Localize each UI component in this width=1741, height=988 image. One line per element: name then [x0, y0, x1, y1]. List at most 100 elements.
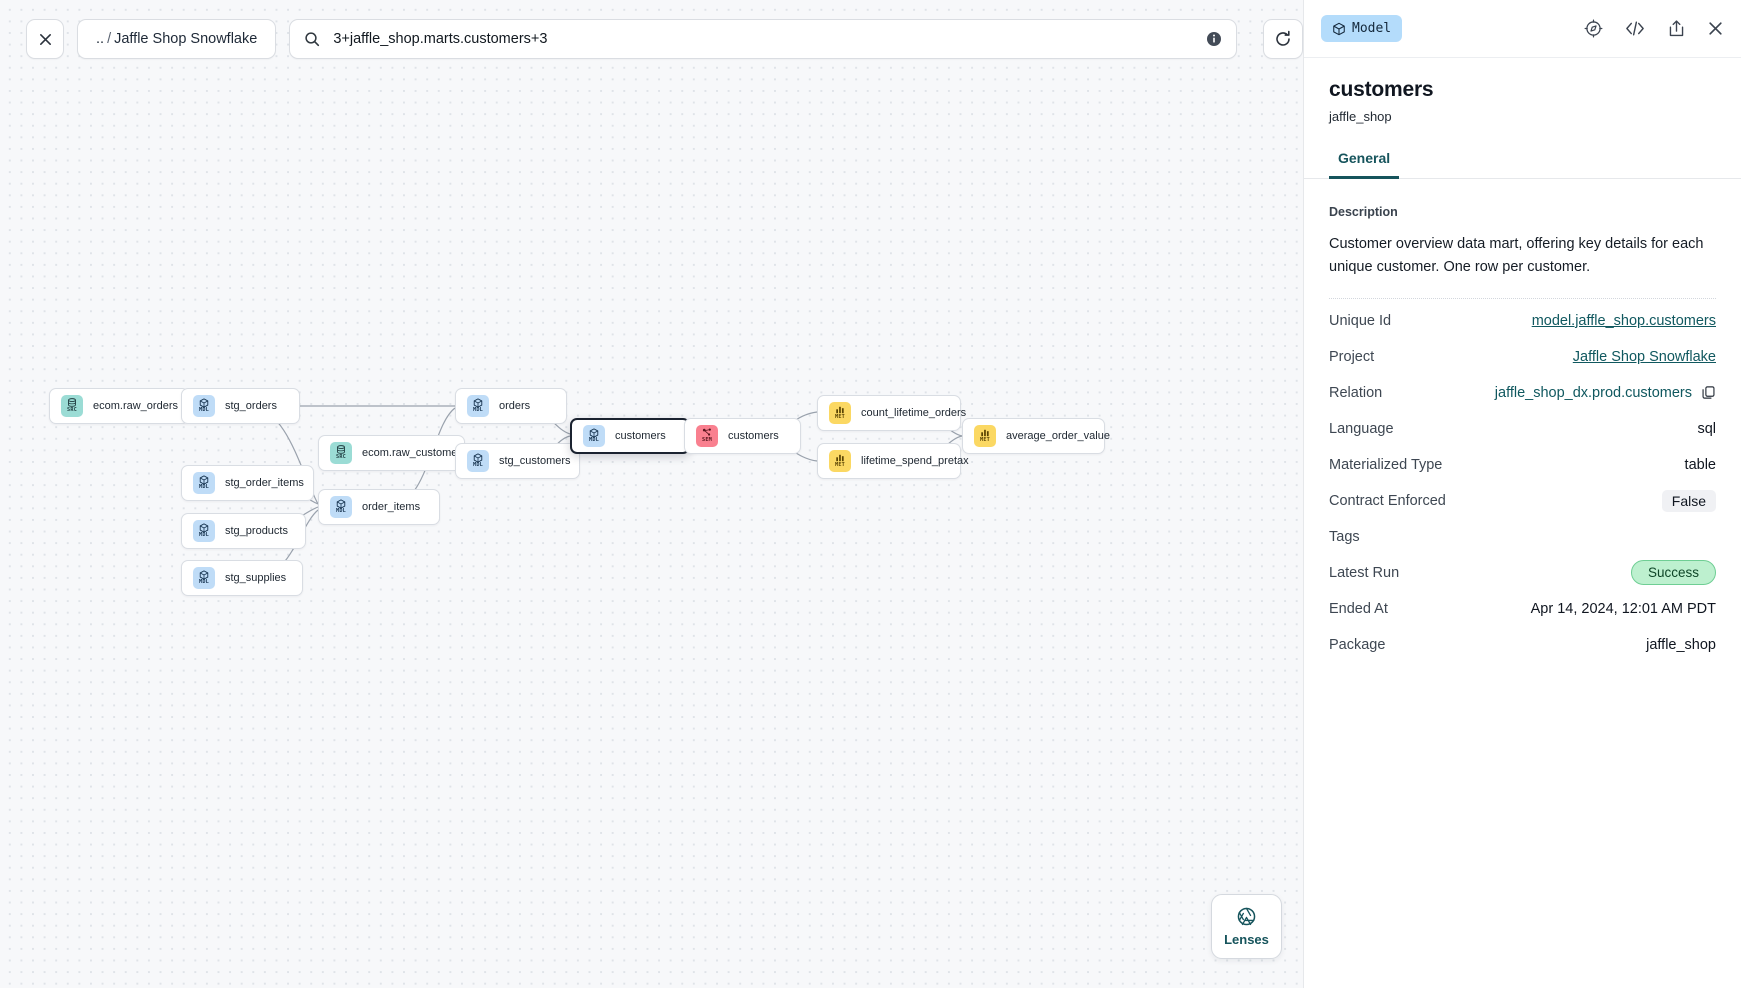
property-value-text: model.jaffle_shop.customers [1531, 312, 1716, 329]
node-label: stg_order_items [225, 477, 304, 489]
close-panel-icon[interactable] [1707, 20, 1724, 37]
explore-icon[interactable] [1584, 19, 1603, 38]
property-value-text: jaffle_shop [1646, 636, 1716, 653]
breadcrumb[interactable]: .. / Jaffle Shop Snowflake [77, 19, 277, 59]
breadcrumb-separator: / [107, 31, 112, 47]
details-panel: Model [1303, 0, 1741, 988]
lenses-button[interactable]: Lenses [1211, 894, 1282, 959]
node-label: customers [728, 430, 779, 442]
refresh-icon [1276, 30, 1290, 46]
graph-node-customers_model[interactable]: MDL customers [570, 418, 690, 454]
node-label: ecom.raw_customers [362, 447, 467, 459]
property-row: Ended At Apr 14, 2024, 12:01 AM PDT [1329, 591, 1716, 627]
property-key: Ended At [1329, 600, 1388, 617]
search-input[interactable] [331, 30, 1195, 48]
description-label: Description [1329, 205, 1398, 219]
node-label: average_order_value [1006, 430, 1110, 442]
node-badge-met-icon: MET [974, 425, 996, 447]
lineage-canvas[interactable]: .. / Jaffle Shop Snowflake [0, 0, 1303, 988]
node-badge-mdl-icon: MDL [193, 520, 215, 542]
property-row: Contract Enforced False [1329, 483, 1716, 519]
property-row: Project Jaffle Shop Snowflake [1329, 339, 1716, 375]
node-badge-mdl-icon: MDL [193, 567, 215, 589]
property-key: Contract Enforced [1329, 492, 1446, 509]
node-label: stg_customers [499, 455, 571, 467]
property-row: Tags [1329, 519, 1716, 555]
property-key: Language [1329, 420, 1394, 437]
close-icon [39, 33, 51, 45]
contract-chip: False [1661, 489, 1716, 512]
property-row: Unique Id model.jaffle_shop.customers [1329, 303, 1716, 339]
copy-icon[interactable] [1701, 385, 1716, 400]
panel-tabs: General [1304, 150, 1741, 179]
property-value[interactable]: model.jaffle_shop.customers [1532, 313, 1716, 329]
node-badge-mdl-icon: MDL [467, 395, 489, 417]
property-value-text: Apr 14, 2024, 12:01 AM PDT [1530, 600, 1716, 617]
canvas-toolbar: .. / Jaffle Shop Snowflake [0, 0, 1303, 78]
node-label: stg_orders [225, 400, 277, 412]
breadcrumb-project: Jaffle Shop Snowflake [114, 31, 258, 47]
status-badge[interactable]: Success [1630, 560, 1716, 586]
info-icon[interactable] [1206, 31, 1222, 47]
property-value-text: Jaffle Shop Snowflake [1572, 348, 1716, 365]
property-row: Relation jaffle_shop_dx.prod.customers [1329, 375, 1716, 411]
property-row: Package jaffle_shop [1329, 627, 1716, 663]
property-key: Latest Run [1329, 564, 1400, 581]
description-text: Customer overview data mart, offering ke… [1329, 236, 1704, 276]
property-key: Tags [1329, 528, 1360, 545]
share-icon[interactable] [1667, 19, 1686, 38]
property-value: False [1661, 489, 1716, 512]
property-key: Unique Id [1329, 312, 1392, 329]
code-icon[interactable] [1624, 19, 1646, 38]
node-badge-src-icon: SRC [61, 395, 83, 417]
property-value: sql [1697, 421, 1716, 437]
property-value[interactable]: Jaffle Shop Snowflake [1573, 349, 1716, 365]
node-label: stg_supplies [225, 572, 287, 584]
node-badge-sem-icon: SEM [696, 425, 718, 447]
search-icon [305, 32, 320, 47]
graph-node-stg_products[interactable]: MDL stg_products [181, 513, 306, 549]
node-badge-mdl-icon: MDL [193, 472, 215, 494]
panel-subtitle: jaffle_shop [1329, 109, 1392, 124]
panel-toolbar: Model [1304, 0, 1741, 58]
node-label: orders [499, 400, 531, 412]
property-value[interactable]: Success [1630, 560, 1716, 586]
divider [1329, 297, 1716, 299]
node-badge-mdl-icon: MDL [330, 496, 352, 518]
cube-icon [1333, 22, 1345, 35]
resource-type-badge[interactable]: Model [1321, 15, 1403, 42]
graph-node-orders[interactable]: MDL orders [455, 388, 567, 424]
graph-node-stg_orders[interactable]: MDL stg_orders [181, 388, 300, 424]
search-bar[interactable] [289, 19, 1237, 59]
node-badge-mdl-icon: MDL [193, 395, 215, 417]
property-key: Relation [1329, 384, 1383, 401]
page-title: customers [1329, 78, 1434, 101]
graph-node-average_order_value[interactable]: MET average_order_value [962, 418, 1110, 454]
property-value: Apr 14, 2024, 12:01 AM PDT [1531, 601, 1716, 617]
tab-general[interactable]: General [1329, 150, 1400, 179]
refresh-button[interactable] [1263, 19, 1303, 59]
property-key: Project [1329, 348, 1375, 365]
lenses-label: Lenses [1224, 932, 1269, 947]
node-badge-mdl-icon: MDL [583, 425, 605, 447]
graph-node-customers_semantic[interactable]: SEM customers [684, 418, 801, 454]
graph-node-stg_order_items[interactable]: MDL stg_order_items [181, 465, 314, 501]
close-lineage-button[interactable] [26, 19, 64, 59]
property-key: Package [1329, 636, 1386, 653]
property-value[interactable]: jaffle_shop_dx.prod.customers [1495, 385, 1716, 401]
node-label: stg_products [225, 525, 288, 537]
panel-body: Description Customer overview data mart,… [1304, 179, 1741, 988]
node-label: customers [615, 430, 666, 442]
graph-node-stg_supplies[interactable]: MDL stg_supplies [181, 560, 303, 596]
property-value: table [1685, 457, 1716, 473]
node-badge-met-icon: MET [829, 450, 851, 472]
